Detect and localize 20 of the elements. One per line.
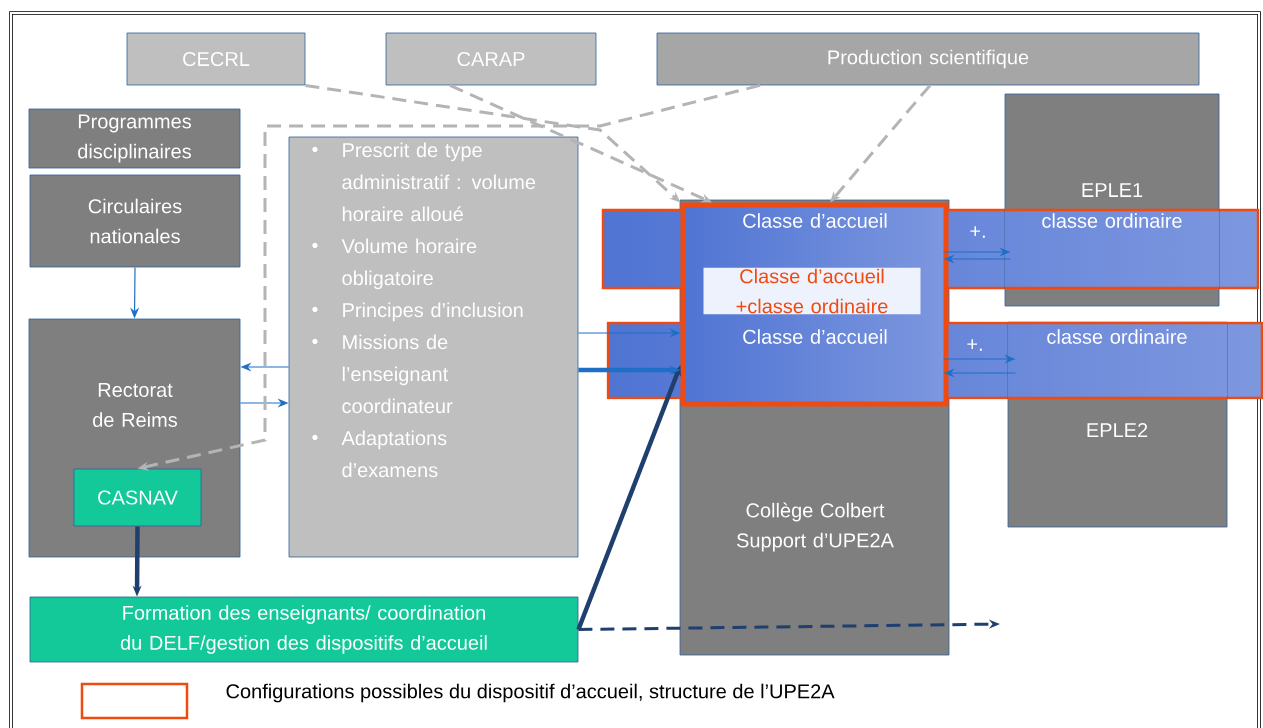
class-label: classe ordinaire: [1042, 213, 1182, 228]
bullet-item: Volume horaire obligatoire: [312, 238, 477, 290]
edge-label: +.: [970, 226, 985, 238]
class-label: Classe d’accueil: [743, 329, 887, 344]
source-box: Production scientifique: [656, 32, 1200, 86]
process-box: Circulaires nationales: [29, 174, 241, 268]
bullet-item: Missions de l’enseignant coordinateur: [312, 334, 453, 414]
list-box: [288, 136, 579, 558]
bullet-item: Prescrit de type administratif : volume horaire alloué: [312, 142, 536, 222]
source-box: CARAP: [385, 32, 597, 86]
source-box: CECRL: [126, 32, 306, 86]
process-box: Programmes disciplinaires: [28, 108, 241, 169]
bullet-item: Adaptations d’examens: [312, 430, 447, 478]
class-label: classe ordinaire: [1047, 329, 1187, 344]
edge-label: +.: [967, 339, 982, 351]
legend-text: Configurations possibles du dispositif d’accueil, structure de l’UPE2A: [226, 683, 835, 703]
process-box: Formation des enseignants/ coordination du DELF/gestion des dispositifs d’accueil: [29, 596, 579, 663]
class-label: Classe d’accueil: [743, 213, 887, 228]
process-box: CASNAV: [73, 468, 202, 527]
bullet-item: Principes d’inclusion: [312, 302, 523, 322]
